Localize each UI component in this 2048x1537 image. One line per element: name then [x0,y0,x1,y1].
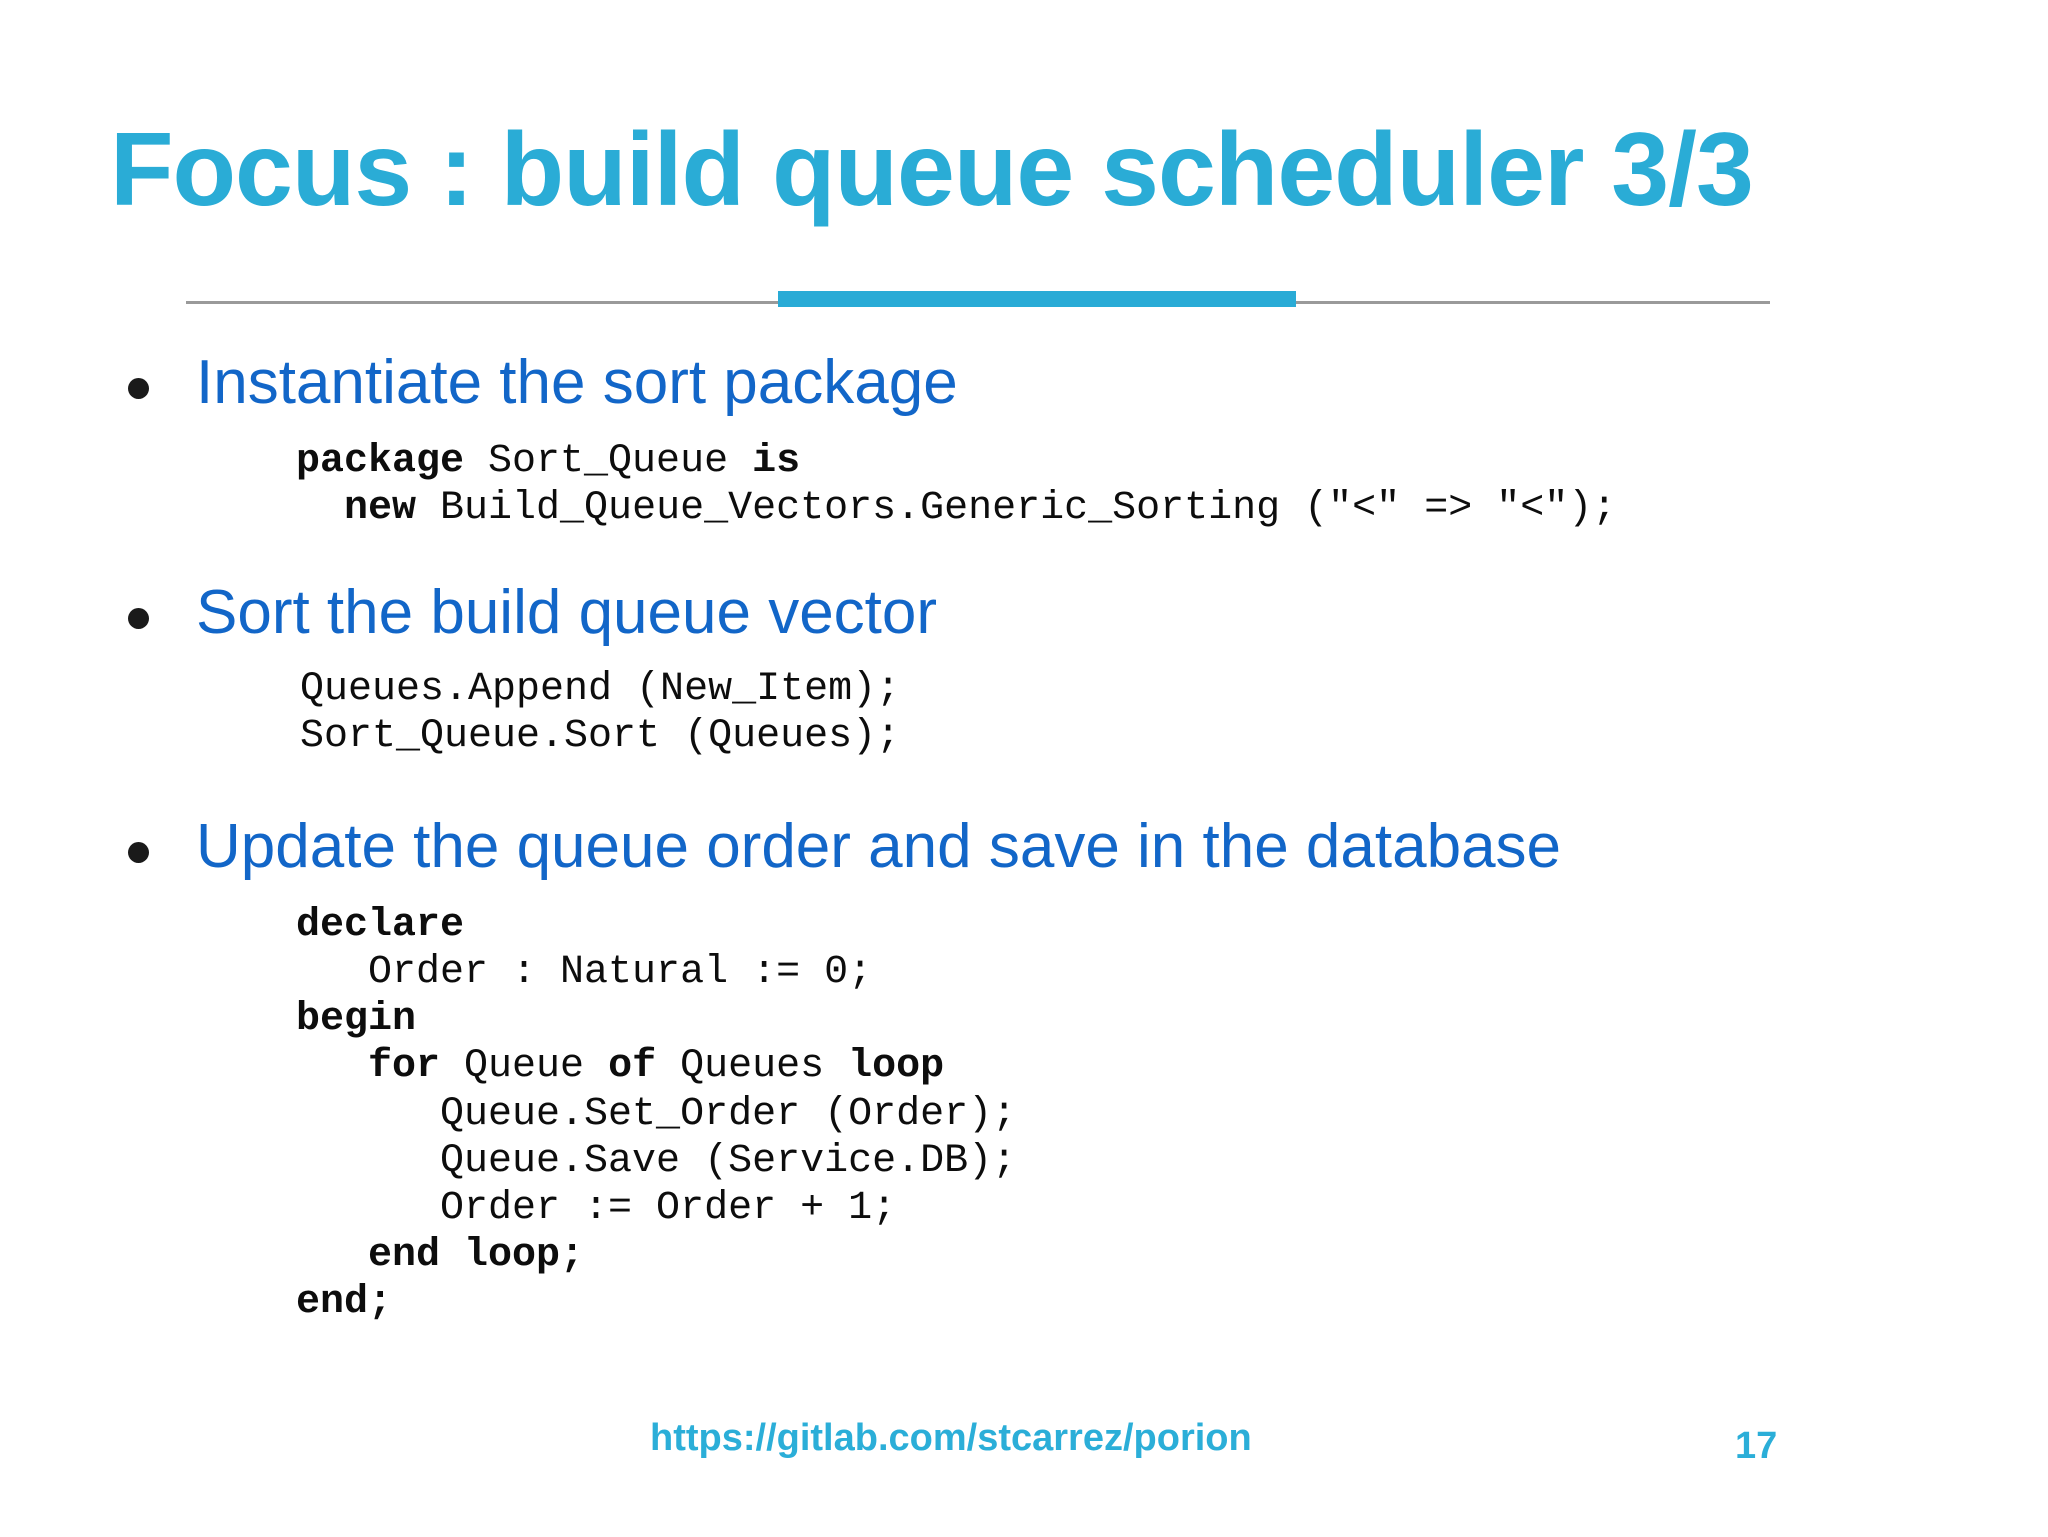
bullet-label-1: Instantiate the sort package [196,348,958,417]
code-block-3: declare Order : Natural := 0; begin for … [296,902,1017,1326]
page-title: Focus : build queue scheduler 3/3 [110,112,1754,228]
divider-accent-bar [778,291,1296,307]
bullet-item-2: Sort the build queue vector [0,580,2048,646]
bullet-dot-icon [128,378,149,399]
title-divider [0,285,2048,315]
bullet-dot-icon [128,842,149,864]
page-number: 17 [1735,1425,1778,1467]
bullet-label-2: Sort the build queue vector [196,578,938,648]
bullet-item-3: Update the queue order and save in the d… [0,814,2048,880]
bullet-label-3: Update the queue order and save in the d… [196,812,1562,882]
code-block-2: Queues.Append (New_Item); Sort_Queue.Sor… [300,666,901,759]
footer-url-link[interactable]: https://gitlab.com/stcarrez/porion [650,1417,1252,1459]
slide-content: Instantiate the sort package package Sor… [0,350,2048,1327]
bullet-dot-icon [128,608,149,630]
bullet-item-1: Instantiate the sort package [0,350,2048,416]
code-block-1: package Sort_Queue is new Build_Queue_Ve… [296,438,1617,531]
